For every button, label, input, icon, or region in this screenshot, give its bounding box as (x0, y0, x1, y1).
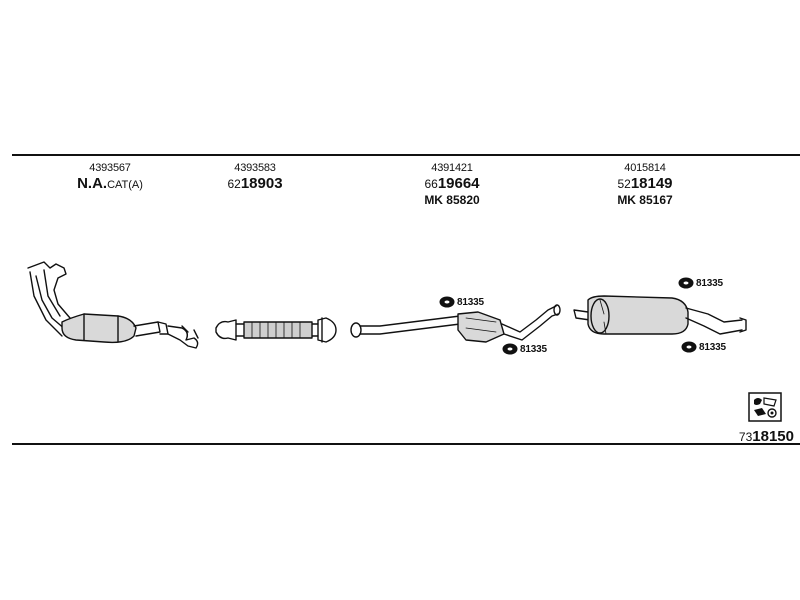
part-number: 4393583 (234, 162, 276, 174)
part-number: 4391421 (431, 162, 473, 174)
column-front-pipe: 4393583 6218903 (227, 162, 282, 193)
rubber-mount-icon (681, 341, 697, 353)
column-catalyst: 4393567 N.A.CAT(A) (77, 162, 143, 194)
catalytic-converter-part (27, 261, 199, 349)
reference-number: 6619664 (424, 175, 480, 192)
part-number: 4393567 (89, 162, 131, 174)
clamp-number: 81335 (699, 342, 726, 353)
reference-number: N.A.CAT(A) (77, 175, 143, 192)
complete-kit-number: 7318150 (738, 428, 794, 445)
mounting-kit-number: MK 85167 (617, 193, 673, 207)
middle-silencer-part (350, 304, 561, 343)
rubber-mount-icon (678, 277, 694, 289)
reference-number: 6218903 (227, 175, 283, 192)
top-divider (12, 154, 800, 156)
clamp-number: 81335 (520, 344, 547, 355)
column-rear-silencer: 4015814 5218149 MK 85167 (617, 162, 672, 208)
reference-number: 5218149 (617, 175, 673, 192)
rear-silencer-part (573, 295, 747, 335)
mounting-kit-number: MK 85820 (424, 193, 480, 207)
rubber-mount-icon (439, 296, 455, 308)
rubber-mount-icon (502, 343, 518, 355)
column-middle-silencer: 4391421 6619664 MK 85820 (424, 162, 479, 208)
kit-box-icon (748, 392, 782, 422)
part-number: 4015814 (624, 162, 666, 174)
bottom-divider (12, 443, 800, 445)
front-pipe-part (215, 317, 337, 343)
clamp-number: 81335 (457, 297, 484, 308)
clamp-number: 81335 (696, 278, 723, 289)
